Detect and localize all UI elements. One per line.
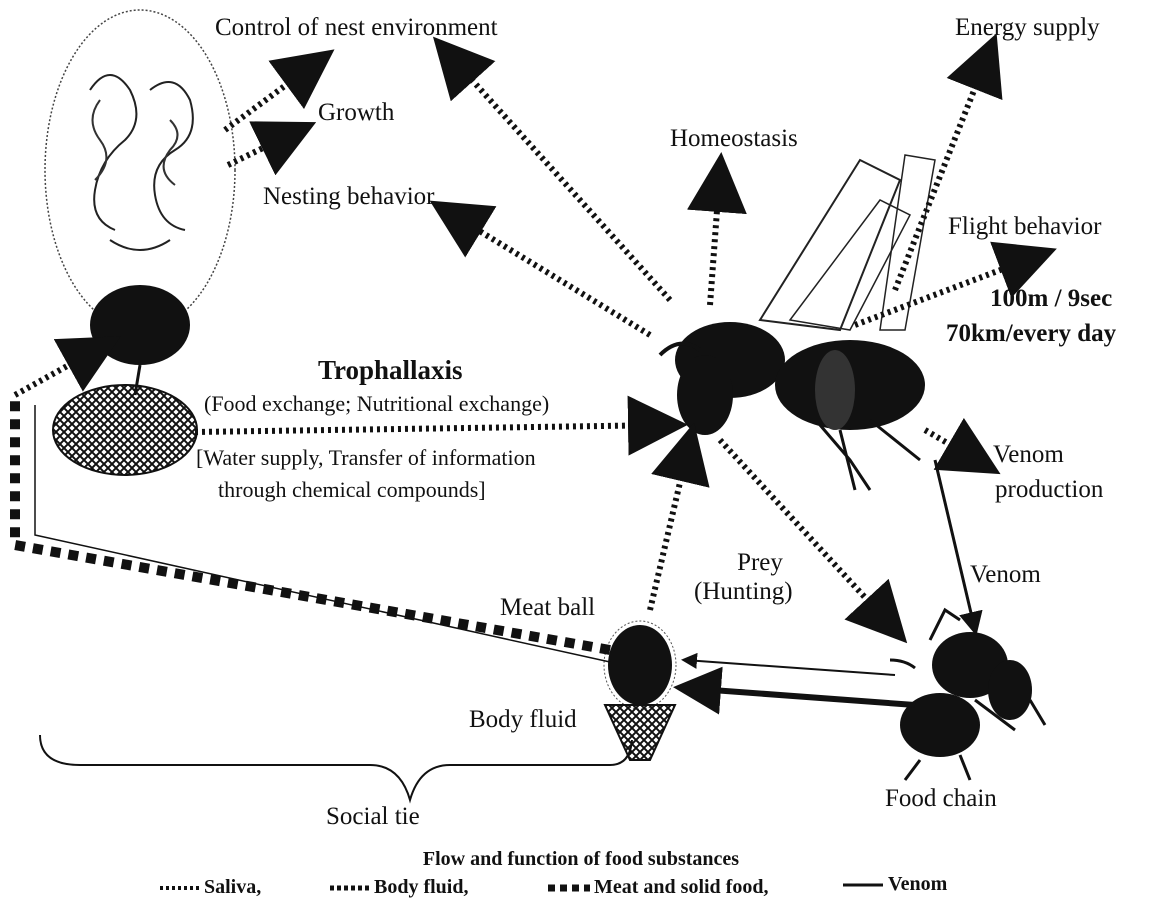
venom-arrow: [935, 460, 975, 630]
arrow-to-nesting: [445, 210, 650, 335]
prey-to-meatball-thick: [685, 688, 915, 705]
arrow-meatball-to-wasp: [650, 440, 690, 610]
arrow-to-homeostasis: [710, 170, 720, 305]
label-flight-behavior: Flight behavior: [948, 213, 1101, 241]
legend-title: Flow and function of food substances: [0, 848, 1162, 871]
legend-venom: Venom: [888, 873, 947, 895]
label-venom-production-2: production: [995, 476, 1103, 504]
label-growth: Growth: [318, 99, 394, 127]
label-trophallaxis-sub: (Food exchange; Nutritional exchange): [204, 392, 549, 416]
label-flight-distance: 70km/every day: [946, 320, 1116, 348]
label-body-fluid: Body fluid: [469, 706, 577, 734]
meat-ball-illustration: [604, 621, 676, 760]
arrow-to-larva: [15, 345, 105, 395]
label-energy-supply: Energy supply: [955, 14, 1100, 42]
prey-illustration: [890, 610, 1045, 780]
wasp-illustration: [660, 155, 935, 490]
arrow-to-energy: [895, 50, 990, 290]
label-prey: Prey: [710, 549, 810, 577]
legend-meat: Meat and solid food,: [594, 876, 768, 898]
arrow-trophallaxis: [195, 425, 670, 432]
label-venom: Venom: [970, 561, 1041, 589]
arrow-to-venom-production: [925, 430, 985, 465]
label-food-chain: Food chain: [885, 785, 997, 813]
label-water-line2: through chemical compounds]: [218, 478, 486, 502]
label-venom-production-1: Venom: [993, 441, 1064, 469]
label-water-line1: [Water supply, Transfer of information: [196, 446, 536, 470]
gland-illustration: [53, 385, 197, 475]
arrow-to-control-nest: [225, 60, 320, 130]
arrow-to-growth: [228, 130, 300, 165]
label-nesting-behavior: Nesting behavior: [263, 183, 434, 211]
larva-illustration: [45, 10, 235, 395]
label-control-nest: Control of nest environment: [215, 14, 498, 42]
label-social-tie: Social tie: [326, 803, 420, 831]
label-homeostasis: Homeostasis: [670, 125, 798, 153]
label-flight-speed: 100m / 9sec: [990, 285, 1112, 313]
prey-to-meatball-thin: [685, 660, 895, 675]
social-tie-brace: [40, 735, 632, 800]
arrow-to-control-nest-wasp: [445, 50, 670, 300]
legend-symbols: [160, 885, 883, 888]
legend-saliva: Saliva,: [204, 876, 261, 898]
legend-body-fluid: Body fluid,: [374, 876, 468, 898]
label-meat-ball: Meat ball: [500, 594, 595, 622]
label-trophallaxis: Trophallaxis: [318, 356, 463, 386]
label-hunting: (Hunting): [694, 578, 793, 606]
